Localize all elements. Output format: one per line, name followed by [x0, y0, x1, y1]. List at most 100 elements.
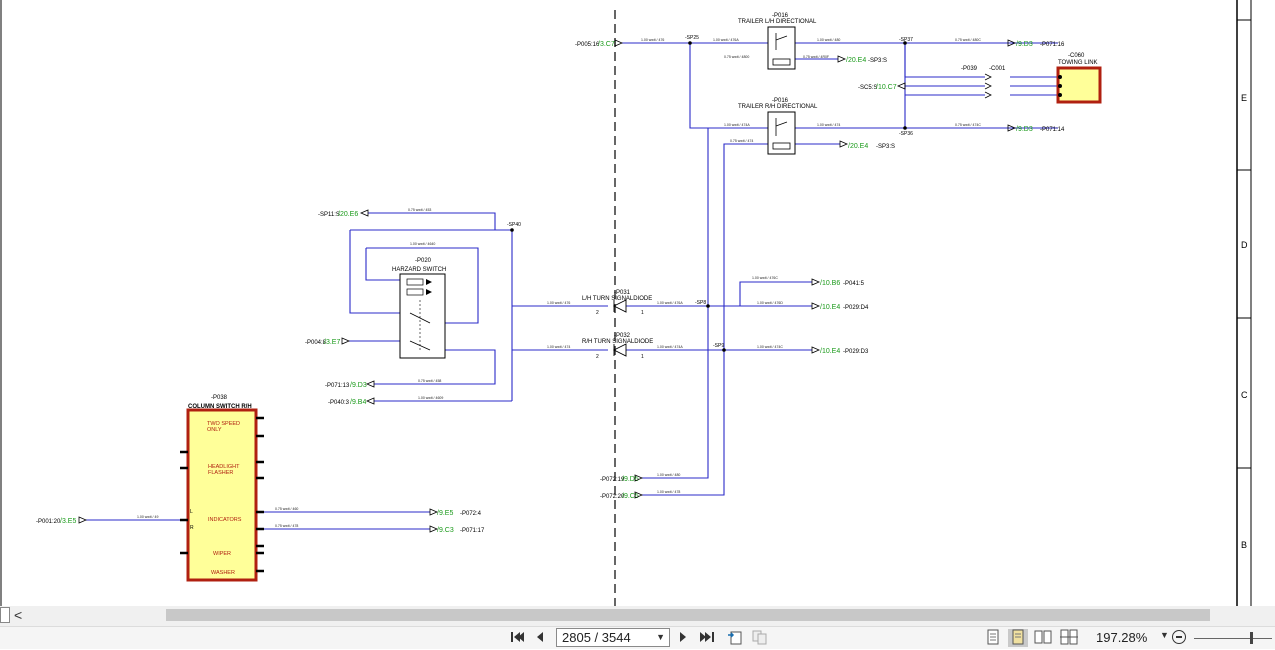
wiring-schematic: E D C B	[0, 0, 1252, 606]
connector-p039-c001: -P039 -C001	[961, 66, 1006, 99]
svg-text:-P071:14: -P071:14	[1040, 127, 1065, 133]
svg-text:-P001:20: -P001:20	[36, 519, 61, 525]
cross-references: -P005:16/3.C7 /9.D3 -P071:16 /20.E4-SP3:S…	[36, 39, 1065, 534]
svg-text:/10.E4: /10.E4	[820, 348, 840, 355]
svg-text:-P071:13: -P071:13	[325, 383, 350, 389]
p038-section-flasher: FLASHER	[208, 470, 233, 476]
zoom-dropdown-icon[interactable]: ▼	[1160, 630, 1169, 640]
svg-text:-SC5:S: -SC5:S	[858, 85, 877, 91]
p016-lh-name: TRAILER L/H DIRECTIONAL	[738, 19, 817, 25]
p016-rh-id: -P016	[772, 98, 789, 104]
svg-text:1.00 wwit / 476A: 1.00 wwit / 476A	[713, 38, 739, 42]
svg-text:1.00 wwit / 476A: 1.00 wwit / 476A	[657, 301, 683, 305]
svg-text:1.00 wwit / 474A: 1.00 wwit / 474A	[657, 345, 683, 349]
p016-lh-id: -P016	[772, 13, 789, 19]
zoom-level[interactable]: 197.28%	[1096, 630, 1148, 645]
prev-page-icon[interactable]	[533, 629, 547, 647]
horizontal-scrollbar[interactable]: <	[0, 606, 1275, 626]
continuous-view-icon[interactable]	[1008, 629, 1028, 647]
ref-r7: -SP11:S/20.E6	[318, 209, 369, 218]
page-number-field[interactable]: 2805 / 3544 ▼	[556, 628, 670, 647]
single-page-view-icon[interactable]	[985, 629, 1001, 647]
svg-text:0.75 wwit / 4R0F: 0.75 wwit / 4R0F	[803, 55, 829, 59]
svg-text:/9.B4: /9.B4	[350, 399, 366, 406]
diode-p031: -P031 L/H TURN SIGNALDIODE 2 1	[582, 290, 652, 316]
p031-pin-1: 1	[641, 310, 644, 316]
svg-text:1.00 wwit / 480: 1.00 wwit / 480	[817, 38, 840, 42]
p031-id: -P031	[614, 290, 631, 296]
splice-sp25: -SP25	[685, 35, 699, 41]
zoom-out-icon[interactable]	[1172, 630, 1186, 644]
svg-text:-P005:16: -P005:16	[575, 42, 600, 48]
svg-text:-P040:3: -P040:3	[328, 400, 350, 406]
page-dropdown-icon[interactable]: ▼	[656, 632, 665, 642]
splice-sp8: -SP8	[695, 300, 706, 306]
scroll-left-arrow-icon[interactable]: <	[14, 607, 23, 623]
ref-r13: /10.E4-P029:D3	[811, 346, 869, 355]
p038-section-two-speed: TWO SPEED	[207, 421, 240, 427]
p038-pin-l: L	[190, 509, 193, 515]
p031-pin-2: 2	[596, 310, 599, 316]
svg-text:-P029:D3: -P029:D3	[843, 349, 869, 355]
p031-name: L/H TURN SIGNALDIODE	[582, 296, 652, 302]
svg-text:1.00 wwit / 474C: 1.00 wwit / 474C	[757, 345, 783, 349]
ref-r11: /10.B6-P041:5	[811, 278, 865, 287]
p016-rh-name: TRAILER R/H DIRECTIONAL	[738, 104, 818, 110]
ref-r8: -P004:8/3.E7	[305, 337, 351, 346]
svg-text:1.00 wwit / 49: 1.00 wwit / 49	[137, 515, 158, 519]
compare-pages-icon[interactable]	[752, 629, 768, 647]
scrollbar-thumb[interactable]	[166, 609, 1210, 621]
svg-text:/3.C7: /3.C7	[598, 41, 615, 48]
zoom-slider[interactable]	[1194, 638, 1272, 639]
p020-name: HARZARD SWITCH	[392, 267, 446, 273]
splice-sp36: -SP36	[899, 131, 913, 137]
svg-text:/9.D3: /9.D3	[1016, 41, 1033, 48]
ref-r5: /9.D3 -P071:14	[1007, 124, 1065, 133]
border-row-B: B	[1241, 540, 1247, 550]
insert-page-icon[interactable]	[727, 629, 743, 647]
svg-text:/9.D3: /9.D3	[1016, 126, 1033, 133]
svg-text:-P029:D4: -P029:D4	[843, 305, 869, 311]
splice-sp37: -SP37	[899, 37, 913, 43]
ref-r1: -P005:16/3.C7	[575, 39, 624, 48]
first-page-icon[interactable]	[509, 629, 525, 647]
document-viewport[interactable]: E D C B	[0, 0, 1275, 606]
svg-text:0.75 wwit / 478: 0.75 wwit / 478	[275, 524, 298, 528]
svg-text:0.75 wwit / 453: 0.75 wwit / 453	[408, 208, 431, 212]
svg-text:-P072:4: -P072:4	[460, 511, 482, 517]
ref-r2: /9.D3 -P071:16	[1007, 39, 1065, 48]
splice-dots	[510, 41, 907, 352]
p038-pin-r: R	[190, 525, 194, 531]
p038-section-washer: WASHER	[211, 570, 235, 576]
two-page-continuous-icon[interactable]	[1060, 629, 1078, 647]
svg-text:1.00 wwit / 4640: 1.00 wwit / 4640	[410, 242, 435, 246]
svg-text:/3.E7: /3.E7	[324, 339, 340, 346]
splice-sp9: -SP9	[713, 343, 724, 349]
svg-text:0.75 wwit / 480C: 0.75 wwit / 480C	[955, 38, 981, 42]
svg-text:/9.D5: /9.D5	[622, 476, 639, 483]
svg-text:/9.C5: /9.C5	[622, 493, 639, 500]
svg-text:1.00 wwit / 474A: 1.00 wwit / 474A	[724, 123, 750, 127]
svg-text:/9.E5: /9.E5	[437, 510, 453, 517]
p032-pin-2: 2	[596, 354, 599, 360]
svg-text:-P041:5: -P041:5	[843, 281, 865, 287]
svg-text:1.00 wwit / 476D: 1.00 wwit / 476D	[757, 301, 783, 305]
ref-r17: /9.E5 -P072:4	[429, 508, 482, 517]
svg-text:-SP3:S: -SP3:S	[876, 144, 895, 150]
svg-text:/3.E5: /3.E5	[60, 518, 76, 525]
next-page-icon[interactable]	[676, 629, 690, 647]
svg-text:0.75 wwit / 460: 0.75 wwit / 460	[275, 507, 298, 511]
p038-section-wiper: WIPER	[213, 551, 231, 557]
ref-r9: -P071:13/9.D3	[325, 380, 375, 389]
zoom-slider-thumb[interactable]	[1250, 632, 1253, 644]
svg-text:-P071:16: -P071:16	[1040, 42, 1065, 48]
border-row-C: C	[1241, 390, 1248, 400]
svg-text:1.00 wwit / 480: 1.00 wwit / 480	[657, 473, 680, 477]
last-page-icon[interactable]	[699, 629, 717, 647]
two-page-view-icon[interactable]	[1034, 629, 1052, 647]
ref-r14: -P072:19/9.D5	[600, 474, 644, 483]
svg-text:/10.C7: /10.C7	[876, 84, 897, 91]
ref-r6: /20.E4-SP3:S	[839, 140, 895, 150]
p038-name: COLUMN SWITCH R/H	[188, 404, 252, 410]
scroll-left-handle[interactable]	[0, 607, 10, 623]
